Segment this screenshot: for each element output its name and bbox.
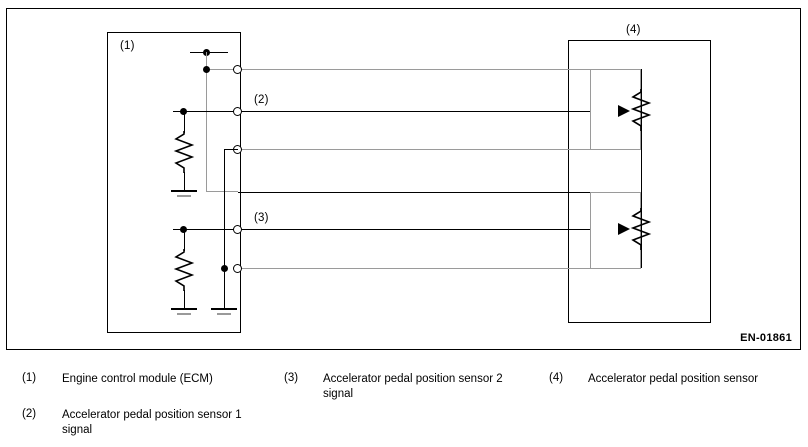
legend-num-1: (1)	[22, 372, 37, 384]
terminal-signal-2[interactable]	[233, 224, 242, 234]
terminal-ground-return-2[interactable]	[233, 263, 242, 273]
wire-ground-return-sensor-1	[238, 149, 641, 150]
ground-bus-vertical-2	[224, 268, 225, 308]
pull-up-resistor-1	[172, 131, 196, 173]
ecm-box	[107, 32, 241, 333]
potentiometer-2	[590, 192, 641, 269]
legend-text-3: Accelerator pedal position sensor 2 sign…	[323, 373, 503, 400]
wire-power-sensor-1	[238, 69, 641, 70]
sensor-internal-bus	[641, 69, 642, 268]
pull-up-resistor-2	[172, 249, 196, 291]
resistor-2-lead-top	[183, 229, 185, 251]
terminal-power-1[interactable]	[233, 64, 242, 74]
callout-signal-2: (3)	[254, 212, 269, 224]
signal-2-internal-wire	[173, 229, 238, 230]
ground-bus-vertical-1	[224, 149, 225, 268]
legend-text-2: Accelerator pedal position sensor 1 sign…	[62, 409, 242, 436]
legend-num-4: (4)	[549, 372, 564, 384]
supply-bus-vertical	[206, 52, 207, 191]
ground-bus-link-1	[224, 149, 238, 150]
callout-ecm: (1)	[120, 40, 135, 52]
callout-signal-1: (2)	[254, 94, 269, 106]
resistor-1-lead-bottom	[183, 172, 185, 190]
supply-bus-bottom-return	[206, 191, 238, 192]
potentiometer-1-wiper-arrow	[604, 103, 632, 119]
diagram-frame	[6, 8, 801, 350]
resistor-2-lead-bottom	[183, 290, 185, 308]
legend-num-3: (3)	[284, 372, 299, 384]
wire-signal-sensor-2	[238, 229, 616, 230]
wire-signal-sensor-1	[238, 111, 616, 112]
legend-text-1: Engine control module (ECM)	[62, 373, 213, 385]
supply-wire-to-terminal	[206, 69, 238, 70]
wire-ground-return-sensor-2	[238, 268, 641, 269]
terminal-signal-1[interactable]	[233, 106, 242, 116]
resistor-1-lead-top	[183, 111, 185, 133]
potentiometer-2-resistor	[629, 208, 653, 250]
potentiometer-2-wiper-arrow	[604, 221, 632, 237]
potentiometer-1-resistor	[629, 89, 653, 131]
signal-1-internal-wire	[173, 111, 238, 112]
wire-power-sensor-2	[238, 192, 641, 193]
legend-text-4: Accelerator pedal position sensor	[588, 373, 759, 385]
legend: (1) Engine control module (ECM) (2) Acce…	[0, 355, 808, 447]
junction-dot-supply-2	[203, 65, 210, 73]
reference-code: EN-01861	[740, 332, 792, 344]
callout-sensor: (4)	[626, 24, 641, 36]
legend-num-2: (2)	[22, 408, 37, 420]
